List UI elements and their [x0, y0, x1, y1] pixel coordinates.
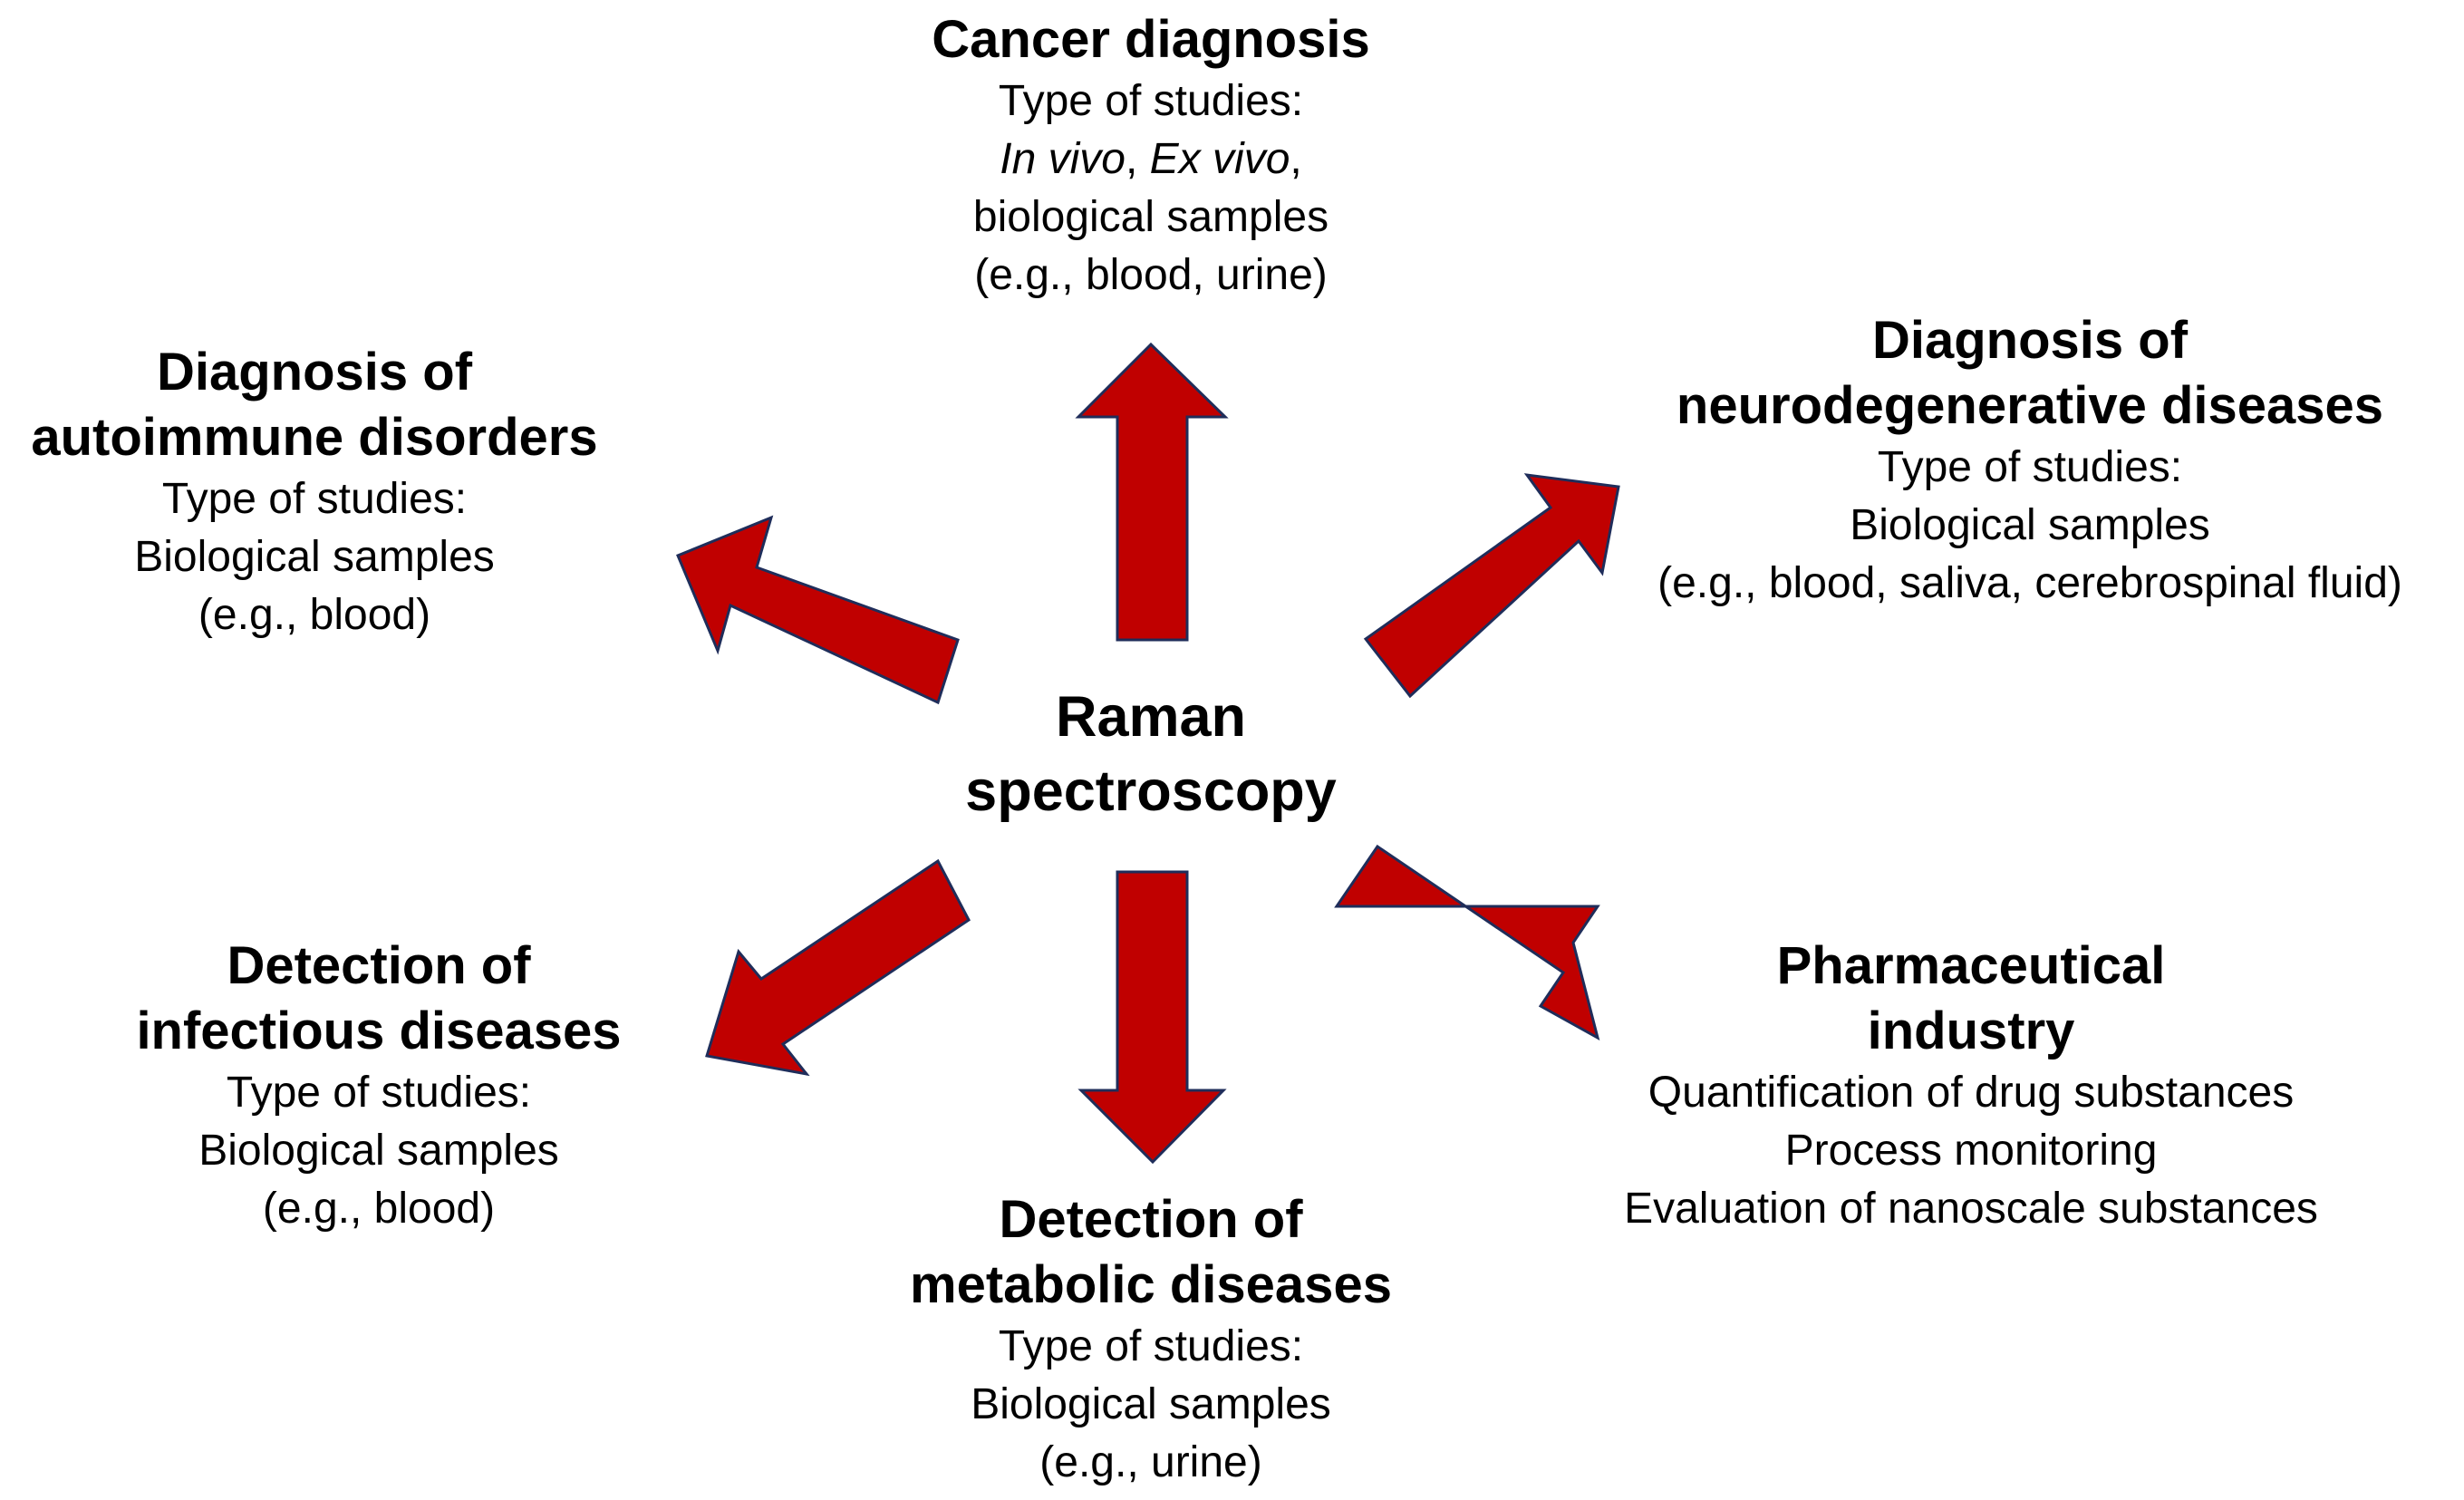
arrow-to-autoimmune	[676, 515, 960, 705]
node-neurodegenerative-diseases: Diagnosis of neurodegenerative diseases …	[1613, 308, 2447, 613]
node-metabolic-diseases: Detection of metabolic diseases Type of …	[879, 1187, 1423, 1492]
node-title-line-2: neurodegenerative diseases	[1676, 376, 2384, 435]
arrow-to-infectious	[705, 858, 971, 1077]
detail-line: (e.g., urine)	[1039, 1438, 1262, 1486]
node-autoimmune-disorders: Diagnosis of autoimmune disorders Type o…	[0, 340, 629, 644]
node-title-line-2: autoimmune disorders	[31, 408, 598, 467]
arrow-to-metabolic	[1077, 870, 1227, 1165]
detail-line: Biological samples	[198, 1127, 559, 1175]
center-label-line-2: spectroscopy	[965, 760, 1337, 823]
detail-line: Biological samples	[134, 533, 495, 581]
center-label: Raman spectroscopy	[952, 680, 1350, 828]
node-title-line-1: Pharmaceutical	[1776, 936, 2166, 995]
study-type-in-vivo: In vivo	[1000, 135, 1126, 183]
node-title: Cancer diagnosis	[932, 10, 1370, 69]
node-title-line-1: Detection of	[227, 936, 531, 995]
node-title-line-2: metabolic diseases	[910, 1255, 1392, 1314]
center-label-line-1: Raman	[1055, 685, 1247, 749]
detail-line: (e.g., blood)	[198, 591, 431, 639]
arrow-to-pharmaceutical	[1334, 844, 1600, 1041]
study-type-label: Type of studies:	[161, 475, 468, 523]
node-title-line-1: Diagnosis of	[156, 343, 473, 402]
node-title-line-1: Detection of	[999, 1190, 1303, 1249]
detail-line: biological samples	[972, 193, 1329, 241]
study-type-ex-vivo: Ex vivo	[1149, 135, 1290, 183]
study-type-label: Type of studies:	[998, 1322, 1304, 1370]
detail-line: (e.g., blood, urine)	[974, 251, 1328, 299]
detail-line: Quantification of drug substances	[1647, 1069, 2295, 1117]
node-title-line-2: infectious diseases	[136, 1002, 622, 1060]
arrow-to-cancer-diagnosis	[1075, 342, 1229, 642]
detail-line: (e.g., blood)	[262, 1185, 496, 1233]
node-title-line-2: industry	[1867, 1002, 2075, 1060]
detail-line: Biological samples	[971, 1380, 1331, 1428]
detail-line: Process monitoring	[1784, 1127, 2158, 1175]
separator: ,	[1126, 135, 1150, 183]
node-pharmaceutical-industry: Pharmaceutical industry Quantification o…	[1572, 934, 2370, 1238]
study-type-label: Type of studies:	[998, 77, 1304, 125]
node-title-line-1: Diagnosis of	[1871, 311, 2189, 370]
detail-line: (e.g., blood, saliva, cerebrospinal flui…	[1657, 559, 2402, 607]
node-cancer-diagnosis: Cancer diagnosis Type of studies: In viv…	[870, 7, 1432, 305]
study-types: In vivo, Ex vivo,	[870, 131, 1432, 189]
separator: ,	[1290, 135, 1302, 183]
study-type-label: Type of studies:	[226, 1069, 532, 1117]
detail-line: Evaluation of nanoscale substances	[1624, 1185, 2318, 1233]
study-type-label: Type of studies:	[1877, 443, 2183, 491]
arrow-to-neurodegenerative	[1363, 473, 1620, 699]
detail-line: Biological samples	[1850, 501, 2210, 549]
node-infectious-diseases: Detection of infectious diseases Type of…	[107, 934, 651, 1238]
